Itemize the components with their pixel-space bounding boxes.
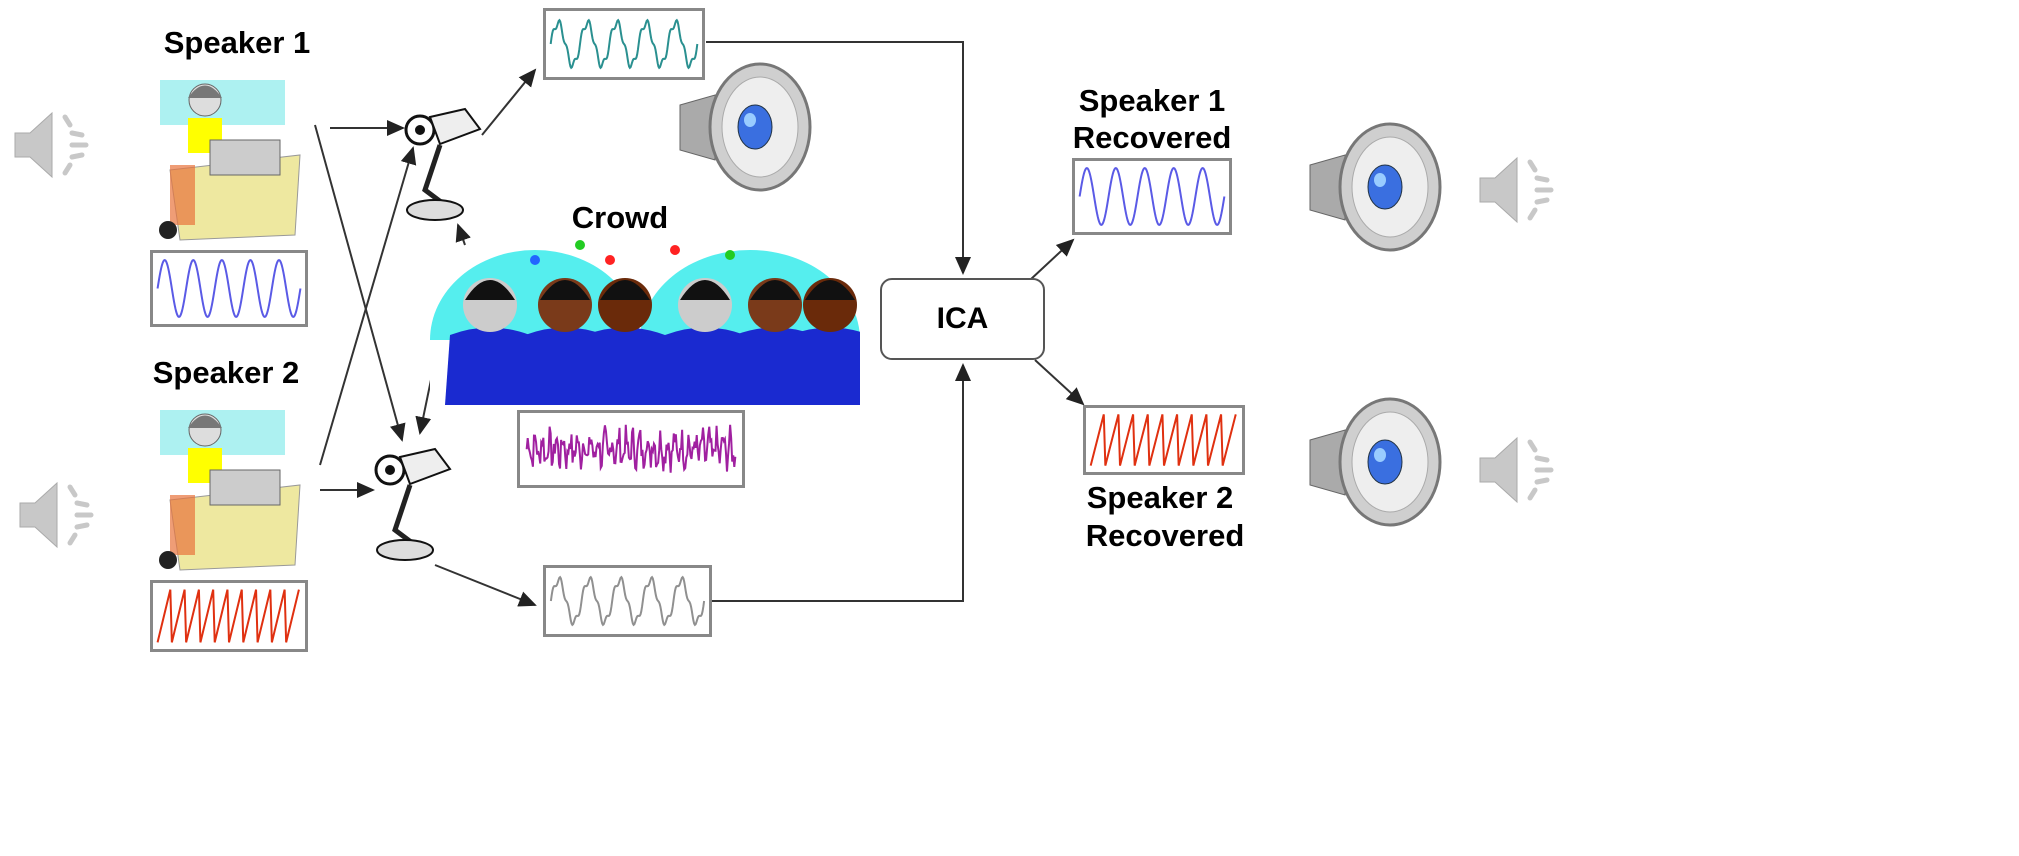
speaker-icon[interactable] — [1475, 430, 1560, 510]
loudspeaker-icon[interactable] — [1305, 395, 1445, 530]
speaker1-label: Speaker 1 — [163, 25, 311, 60]
recovered1-label-line1: Speaker 1 — [1078, 83, 1226, 118]
ica-box: ICA — [880, 278, 1045, 360]
speaker-icon[interactable] — [15, 475, 100, 555]
waveform-line — [551, 577, 704, 625]
ica-label: ICA — [936, 302, 989, 335]
recovered2-label-line1: Speaker 2 — [1086, 480, 1234, 515]
speaker2-waveform — [150, 580, 308, 652]
recovered1-label-line2: Recovered — [1072, 120, 1232, 155]
mixed-signal-1-waveform — [543, 8, 705, 80]
arrow-mic1-box — [481, 68, 537, 136]
recovered2-label-line2: Recovered — [1085, 518, 1245, 553]
speaker1-waveform — [150, 250, 308, 327]
arrow-s1-mic2 — [314, 124, 406, 442]
waveform-line — [1080, 168, 1225, 225]
line-bottom-ica — [712, 363, 971, 602]
recovered1-waveform — [1072, 158, 1232, 235]
speaker-icon[interactable] — [10, 105, 95, 185]
arrow-crowd-mic1 — [455, 223, 471, 246]
waveform-line — [551, 20, 698, 68]
speaker-icon[interactable] — [1475, 150, 1560, 230]
crowd-clipart — [430, 240, 860, 405]
line-top-ica — [706, 41, 971, 275]
microphone-icon — [404, 107, 482, 221]
crowd-waveform — [517, 410, 745, 488]
speaker2-label: Speaker 2 — [152, 355, 300, 390]
loudspeaker-icon[interactable] — [1305, 120, 1445, 255]
person-at-desk-clipart — [159, 80, 301, 241]
recovered2-waveform — [1083, 405, 1245, 475]
arrow-s2-mic1 — [319, 146, 417, 466]
microphone-icon — [374, 447, 452, 561]
waveform-line — [158, 590, 299, 643]
waveform-line — [158, 260, 301, 317]
crowd-label: Crowd — [571, 200, 669, 235]
mixed-signal-2-waveform — [543, 565, 712, 637]
loudspeaker-icon[interactable] — [675, 60, 815, 195]
arrow-ica-rec2 — [1034, 359, 1085, 406]
waveform-line — [1091, 414, 1236, 465]
arrow-mic2-box — [434, 564, 537, 607]
arrow-ica-rec1 — [1029, 238, 1075, 281]
waveform-line — [527, 425, 736, 473]
person-at-desk-clipart — [159, 410, 301, 571]
